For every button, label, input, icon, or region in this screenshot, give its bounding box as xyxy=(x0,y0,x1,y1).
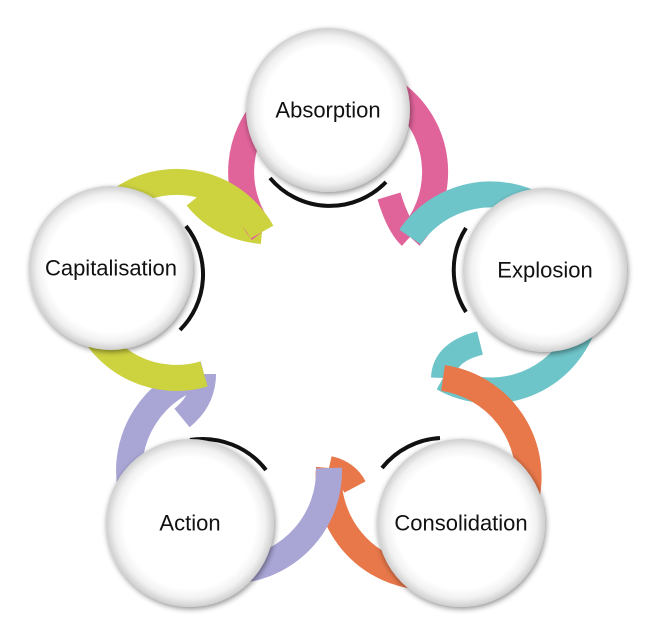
node-capitalisation: Capitalisation xyxy=(29,186,193,350)
label-capitalisation: Capitalisation xyxy=(45,256,177,281)
inner-arc-explosion xyxy=(451,226,468,314)
label-consolidation: Consolidation xyxy=(394,511,527,536)
inner-arcs-group xyxy=(178,176,468,472)
disc-explosion xyxy=(463,188,627,352)
node-absorption: Absorption xyxy=(246,28,410,192)
inner-arc-capitalisation xyxy=(178,224,205,332)
disc-capitalisation xyxy=(29,186,193,350)
disc-absorption xyxy=(246,28,410,192)
nodes-group: Absorption Explosion Consolidation Actio… xyxy=(29,28,627,607)
node-consolidation: Consolidation xyxy=(377,439,545,607)
disc-consolidation xyxy=(377,439,545,607)
inner-arc-absorption xyxy=(268,176,388,208)
connector-explosion-consolidation xyxy=(431,331,484,380)
label-action: Action xyxy=(159,511,220,536)
disc-action xyxy=(106,439,274,607)
node-action: Action xyxy=(106,439,274,607)
inner-arc-consolidation xyxy=(380,436,441,470)
node-explosion: Explosion xyxy=(463,188,627,352)
label-explosion: Explosion xyxy=(497,258,592,283)
label-absorption: Absorption xyxy=(275,98,380,123)
inner-arc-action xyxy=(189,436,268,472)
